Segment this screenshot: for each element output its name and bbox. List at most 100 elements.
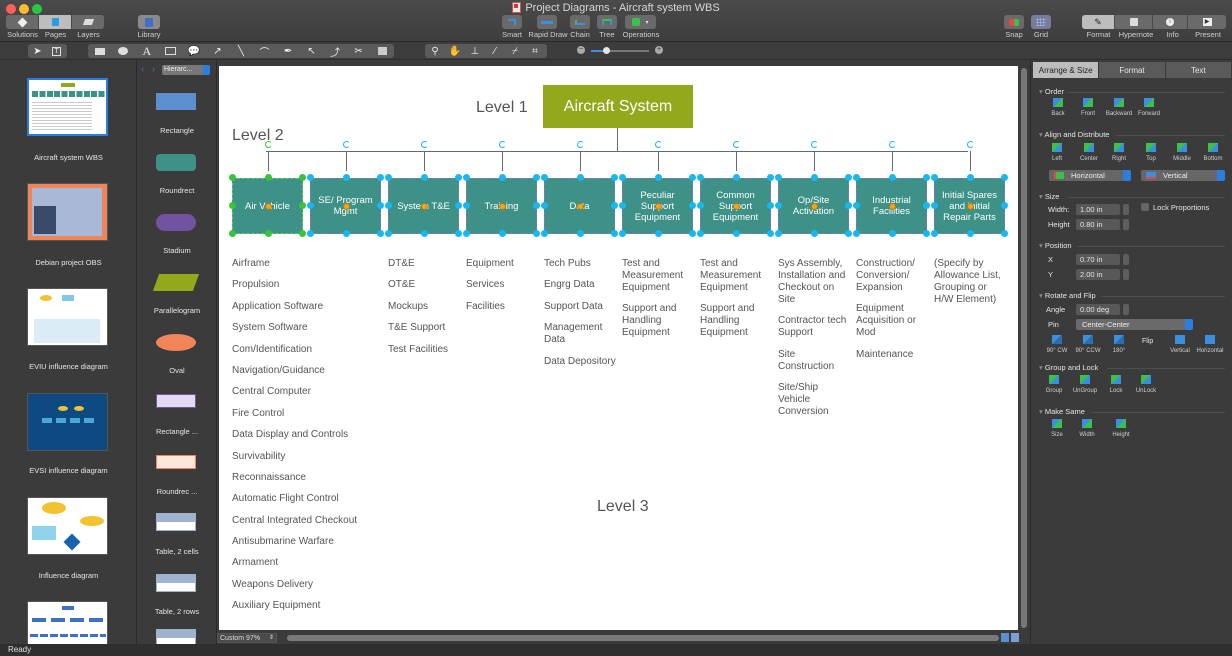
resize-handle[interactable] bbox=[541, 202, 548, 209]
align-middle-button[interactable]: Middle bbox=[1167, 143, 1197, 162]
width-stepper[interactable] bbox=[1123, 204, 1129, 215]
rotate-handle[interactable] bbox=[732, 141, 740, 148]
library-shape-table[interactable] bbox=[156, 629, 196, 644]
page-thumb-evsi-influence[interactable] bbox=[27, 393, 108, 451]
same-size-button[interactable]: Size bbox=[1042, 419, 1072, 438]
resize-handle[interactable] bbox=[697, 174, 704, 181]
library-shape-parallelogram[interactable] bbox=[152, 274, 200, 291]
resize-handle[interactable] bbox=[1001, 230, 1008, 237]
text-anchor-handle[interactable] bbox=[264, 203, 272, 210]
same-width-button[interactable]: Width bbox=[1072, 419, 1102, 438]
text-anchor-handle[interactable] bbox=[498, 203, 506, 210]
rotate-handle[interactable] bbox=[420, 141, 428, 148]
rotate-handle[interactable] bbox=[576, 141, 584, 148]
bezier-tool[interactable]: ↖ bbox=[300, 44, 324, 58]
level-3-item[interactable]: Antisubmarine Warfare bbox=[232, 536, 334, 548]
snap-button[interactable] bbox=[1004, 15, 1024, 29]
level-3-item[interactable]: Application Software bbox=[232, 300, 324, 312]
level-3-item[interactable]: Reconnaissance bbox=[232, 471, 306, 483]
level-3-item[interactable]: System Software bbox=[232, 322, 308, 334]
library-select[interactable]: Hierarc... bbox=[162, 65, 210, 75]
resize-handle[interactable] bbox=[533, 202, 540, 209]
text-box-tool[interactable] bbox=[159, 44, 183, 58]
level-3-item[interactable]: Management Data bbox=[544, 322, 603, 346]
resize-handle[interactable] bbox=[299, 202, 306, 209]
text-anchor-handle[interactable] bbox=[420, 203, 428, 210]
level-3-item[interactable]: Survivability bbox=[232, 450, 286, 462]
library-shape-table-2-cells[interactable] bbox=[156, 513, 196, 531]
resize-handle[interactable] bbox=[966, 174, 974, 181]
resize-handle[interactable] bbox=[810, 230, 818, 237]
solutions-button[interactable] bbox=[6, 15, 39, 29]
resize-handle[interactable] bbox=[689, 202, 696, 209]
page-next-button[interactable] bbox=[1011, 633, 1019, 642]
level-3-item[interactable]: OT&E bbox=[388, 279, 416, 291]
resize-handle[interactable] bbox=[619, 174, 626, 181]
align-right-button[interactable]: Right bbox=[1104, 143, 1134, 162]
hypernote-button[interactable] bbox=[1115, 15, 1153, 29]
level-3-item[interactable]: Test and Measurement Equipment bbox=[622, 258, 684, 293]
page-thumb-debian-project-obs[interactable] bbox=[27, 183, 108, 241]
arc-tool[interactable]: ⌒ bbox=[253, 44, 277, 59]
text-anchor-handle[interactable] bbox=[888, 203, 896, 210]
level-3-item[interactable]: Equipment bbox=[466, 258, 514, 269]
resize-handle[interactable] bbox=[775, 174, 782, 181]
resize-handle[interactable] bbox=[888, 230, 896, 237]
zoom-tool[interactable]: ⚲ bbox=[425, 44, 445, 58]
resize-handle[interactable] bbox=[845, 202, 852, 209]
section-make-same[interactable]: Make Same bbox=[1039, 407, 1085, 416]
level-3-item[interactable]: Support and Handling Equipment bbox=[700, 303, 755, 339]
rotate-handle[interactable] bbox=[498, 141, 506, 148]
resize-handle[interactable] bbox=[775, 230, 782, 237]
resize-handle[interactable] bbox=[264, 174, 272, 181]
same-height-button[interactable]: Height bbox=[1106, 419, 1136, 438]
resize-handle[interactable] bbox=[385, 202, 392, 209]
level-3-item[interactable]: Mockups bbox=[388, 300, 429, 312]
resize-handle[interactable] bbox=[689, 174, 696, 181]
resize-handle[interactable] bbox=[420, 230, 428, 237]
page-thumb-influence-diagram[interactable] bbox=[27, 497, 108, 555]
group-group-button[interactable]: Group bbox=[1039, 375, 1069, 394]
rectangle-tool[interactable] bbox=[88, 44, 112, 58]
library-shape-stadium[interactable] bbox=[156, 214, 196, 231]
resize-handle[interactable] bbox=[377, 202, 384, 209]
resize-handle[interactable] bbox=[463, 202, 470, 209]
align-center-button[interactable]: Center bbox=[1074, 143, 1104, 162]
lock-proportions-checkbox[interactable] bbox=[1141, 203, 1149, 211]
image-tool[interactable] bbox=[370, 44, 394, 58]
page-prev-button[interactable] bbox=[1001, 633, 1009, 642]
resize-handle[interactable] bbox=[455, 202, 462, 209]
level-3-item[interactable]: Tech Pubs bbox=[544, 258, 591, 269]
library-shape-table-2-rows[interactable] bbox=[156, 574, 196, 592]
resize-handle[interactable] bbox=[697, 230, 704, 237]
resize-handle[interactable] bbox=[420, 174, 428, 181]
group-ungroup-button[interactable]: UnGroup bbox=[1070, 375, 1100, 394]
minimize-window-button[interactable] bbox=[19, 4, 29, 14]
resize-handle[interactable] bbox=[853, 230, 860, 237]
resize-handle[interactable] bbox=[619, 202, 626, 209]
rotate-handle[interactable] bbox=[342, 141, 350, 148]
pages-button[interactable] bbox=[39, 15, 72, 29]
angle-field[interactable]: 0.00 deg bbox=[1076, 304, 1120, 315]
page-thumb-org-chart[interactable] bbox=[27, 601, 108, 644]
resize-handle[interactable] bbox=[1001, 202, 1008, 209]
group-unlock-button[interactable]: UnLock bbox=[1131, 375, 1161, 394]
resize-handle[interactable] bbox=[576, 174, 584, 181]
level-3-item[interactable]: Test Facilities bbox=[388, 343, 449, 355]
level-3-item[interactable]: Navigation/Guidance bbox=[232, 364, 325, 376]
zoom-in-button[interactable]: + bbox=[655, 46, 663, 54]
resize-handle[interactable] bbox=[229, 202, 236, 209]
zoom-slider[interactable] bbox=[591, 47, 649, 54]
align-left-button[interactable]: Left bbox=[1042, 143, 1072, 162]
level-3-item[interactable]: Support and Handling Equipment bbox=[622, 303, 677, 339]
stamp-tool[interactable]: ⊥ bbox=[465, 44, 485, 58]
level-3-item[interactable]: Data Display and Controls bbox=[232, 429, 349, 441]
present-button[interactable]: ▶ bbox=[1188, 15, 1226, 29]
smart-button[interactable] bbox=[502, 15, 522, 29]
rotate-handle[interactable] bbox=[810, 141, 818, 148]
level-3-item[interactable]: Engrg Data bbox=[544, 279, 595, 291]
resize-handle[interactable] bbox=[732, 174, 740, 181]
level-3-item[interactable]: Sys Assembly, Installation and Checkout … bbox=[778, 258, 846, 305]
resize-handle[interactable] bbox=[463, 230, 470, 237]
text-anchor-handle[interactable] bbox=[732, 203, 740, 210]
